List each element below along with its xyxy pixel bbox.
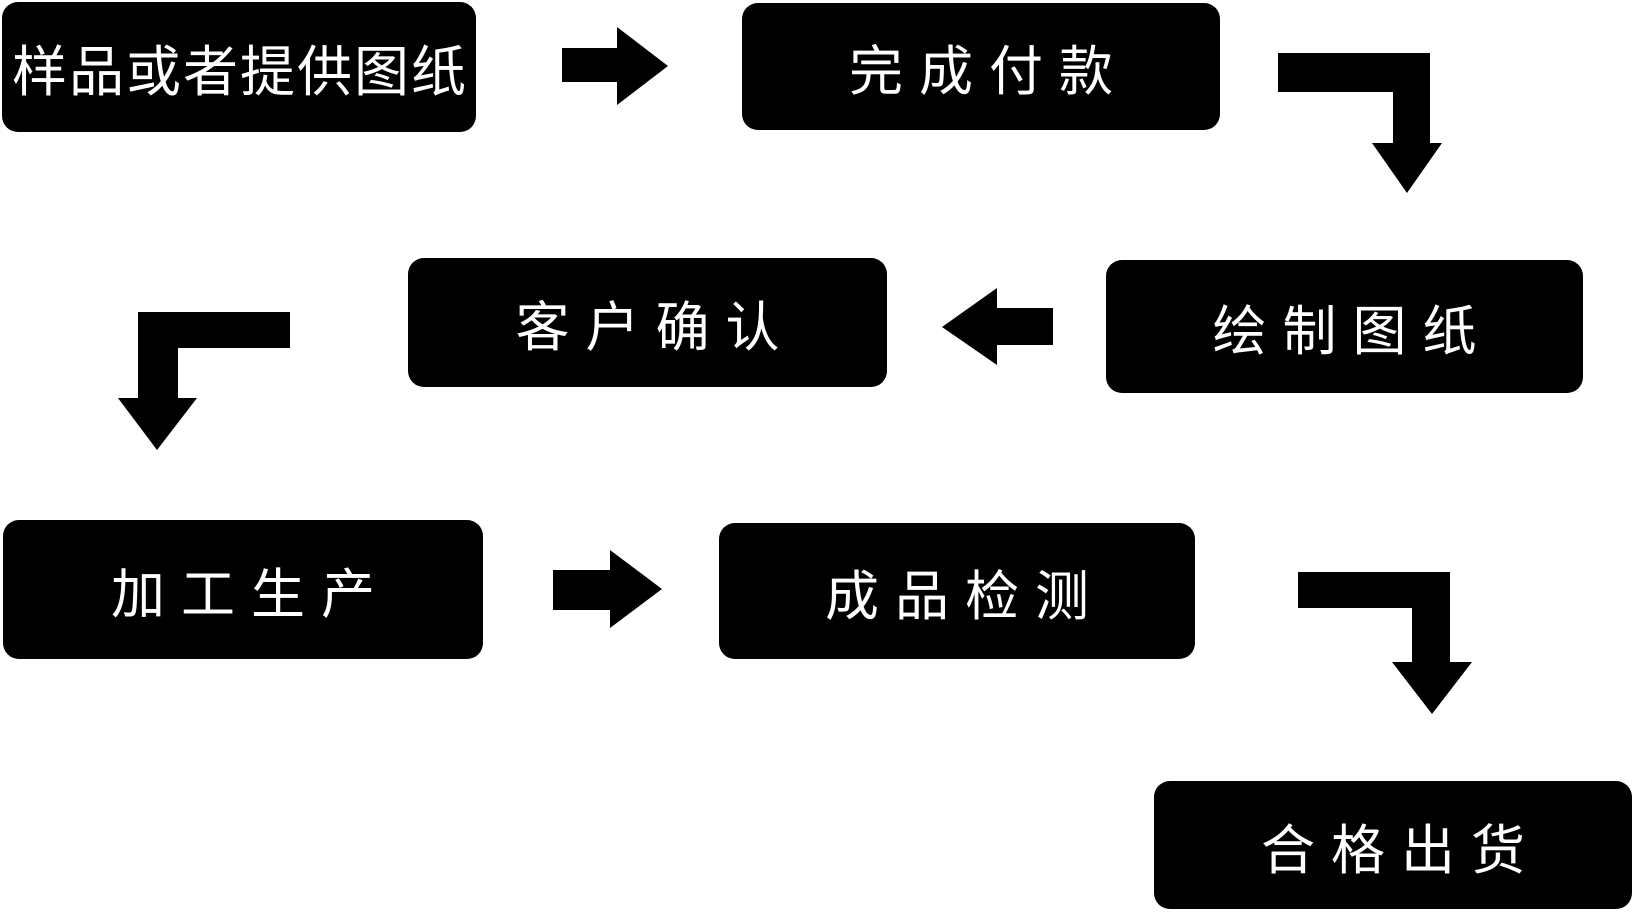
flow-node-customer-confirmation: 客户确认 — [408, 258, 887, 387]
flow-node-draw-drawings: 绘制图纸 — [1106, 260, 1583, 393]
flow-node-finished-product-inspection: 成品检测 — [719, 523, 1195, 659]
flow-node-complete-payment: 完成付款 — [742, 3, 1220, 130]
flow-node-processing-production: 加工生产 — [3, 520, 483, 659]
elbow-arrow-down-icon — [118, 312, 290, 450]
arrow-left-icon — [942, 288, 1053, 365]
elbow-arrow-down-icon — [1298, 572, 1472, 714]
flow-node-sample-or-provide-drawings: 样品或者提供图纸 — [2, 2, 476, 132]
arrow-right-icon — [562, 27, 668, 105]
elbow-arrow-down-icon — [1278, 53, 1442, 193]
flow-node-qualified-shipment: 合格出货 — [1154, 781, 1632, 909]
arrow-right-icon — [553, 550, 662, 628]
